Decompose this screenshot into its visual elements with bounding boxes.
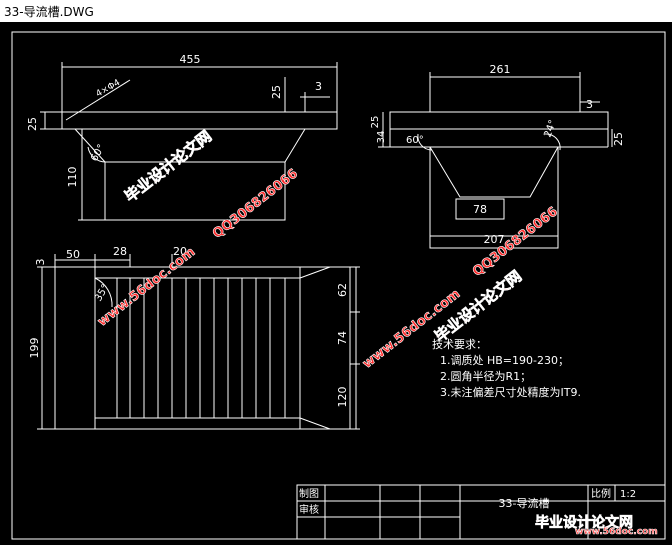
watermark-site-3: 毕业设计论文网 (535, 515, 634, 532)
dim-62: 62 (336, 283, 349, 297)
side-inner-trough (429, 146, 559, 198)
tb-name: 33-导流槽 (499, 496, 550, 510)
tb-check: 审核 (299, 503, 319, 516)
window-titlebar: 33-导流槽.DWG (0, 0, 672, 23)
watermark-url-3: www.56doc.com (575, 527, 658, 538)
side-inner-box (455, 198, 505, 220)
dim-78: 78 (473, 203, 487, 216)
dim-front-angle: 60° (89, 143, 107, 164)
dim-110: 110 (66, 167, 79, 188)
dim-28: 28 (113, 245, 127, 258)
tb-scale-value: 1:2 (620, 489, 636, 500)
front-top-plate (61, 111, 338, 130)
dim-50: 50 (66, 248, 80, 261)
top-view-outline (54, 266, 351, 430)
dim-front-25b: 25 (270, 85, 283, 99)
dim-261: 261 (490, 63, 511, 76)
dim-side-25c: 25 (612, 132, 625, 146)
dim-20: 20 (173, 245, 187, 258)
notes-line-1: 1.调质处 HB=190-230； (440, 354, 569, 367)
dim-top-angle: 35° (93, 283, 111, 304)
tb-scale-label: 比例 (591, 487, 611, 500)
dim-front-3: 3 (315, 80, 322, 93)
notes-line-2: 2.圆角半径为R1； (440, 369, 531, 383)
dim-side-angle-l: 60° (406, 135, 424, 146)
tb-draw: 制图 (299, 487, 319, 500)
dim-side-25a: 25 (370, 116, 381, 129)
title-block (296, 484, 666, 540)
dim-120: 120 (336, 387, 349, 408)
dim-top-3: 3 (34, 259, 47, 266)
notes-title: 技术要求： (432, 338, 487, 351)
cad-drawing: 455 25 25 3 110 60° 4×Φ4 261 3 25 34 25 … (11, 31, 666, 540)
drawing-canvas[interactable]: 455 25 25 3 110 60° 4×Φ4 261 3 25 34 25 … (0, 22, 672, 541)
front-trough (74, 128, 306, 221)
dim-front-25: 25 (26, 117, 39, 131)
window-title: 33-导流槽.DWG (4, 5, 94, 19)
side-top-plate (389, 111, 609, 130)
side-body (429, 147, 559, 249)
dim-side-3: 3 (586, 98, 593, 111)
dim-199: 199 (28, 338, 41, 359)
dim-455: 455 (180, 53, 201, 66)
dim-207: 207 (484, 233, 505, 246)
dim-side-angle-r: 24° (542, 119, 558, 139)
hole-note: 4×Φ4 (95, 78, 123, 100)
dim-side-34: 34 (376, 131, 387, 144)
notes-line-3: 3.未注偏差尺寸处精度为IT9. (440, 385, 581, 399)
dim-74: 74 (336, 331, 349, 345)
